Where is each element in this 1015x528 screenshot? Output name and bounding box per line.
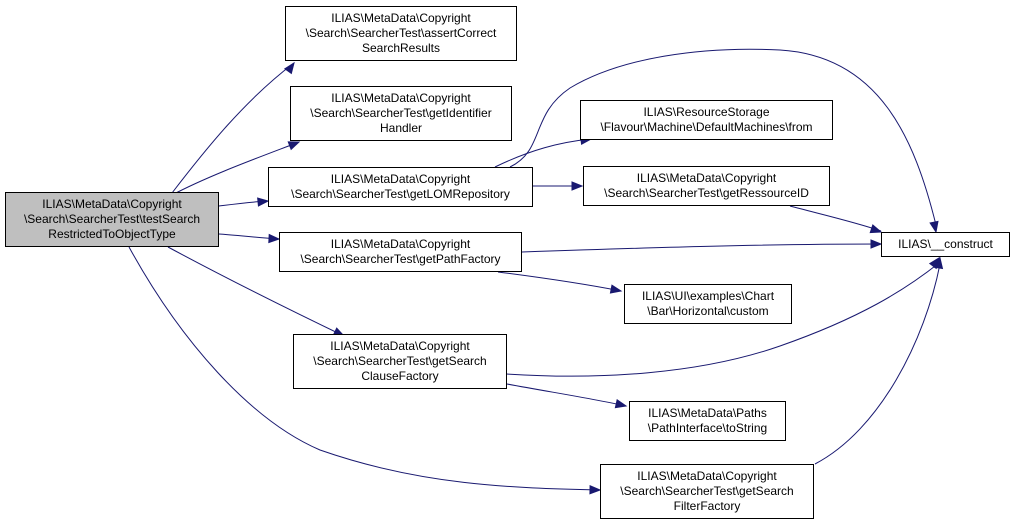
node-label-line: ILIAS\MetaData\Copyright [330,237,471,251]
edge-root-to-assert-correct [171,62,295,194]
node-label-line: ILIAS\MetaData\Copyright [637,469,777,483]
edge-search-filter-to-construct-arrowhead [933,256,944,270]
node-get-path-factory[interactable]: ILIAS\MetaData\Copyright\Search\Searcher… [279,232,522,272]
node-label-line: \Search\SearcherTest\getPathFactory [300,252,501,266]
edge-ressource-id-to-construct-arrowhead [869,224,883,234]
node-label-line: ILIAS\MetaData\Copyright [42,197,182,211]
node-label-line: ILIAS\MetaData\Paths [648,406,767,420]
node-label-line: \PathInterface\toString [647,421,768,435]
edge-root-to-get-search-filter [128,246,601,491]
edge-search-clause-to-to-string-arrowhead [614,399,628,409]
node-get-identifier-handler[interactable]: ILIAS\MetaData\Copyright\Search\Searcher… [290,86,512,141]
node-construct[interactable]: ILIAS\__construct [881,232,1010,257]
edge-root-to-assert-correct-arrowhead [283,61,295,75]
node-label-line: FilterFactory [673,499,741,513]
edge-root-to-get-search-filter-arrowhead [589,485,602,495]
node-get-search-clause-factory[interactable]: ILIAS\MetaData\Copyright\Search\Searcher… [293,334,507,389]
node-label-line: Handler [379,121,423,135]
node-label-line: \Bar\Horizontal\custom [647,304,769,318]
node-label-line: \Search\SearcherTest\testSearch [23,212,201,226]
edge-search-clause-to-to-string [506,383,627,407]
node-path-interface-to-string[interactable]: ILIAS\MetaData\Paths\PathInterface\toStr… [629,401,786,441]
edge-root-to-get-identifier-arrowhead [287,141,301,151]
edge-search-filter-to-construct [814,263,941,465]
node-label-line: ILIAS\MetaData\Copyright [330,172,471,186]
node-chart-bar-horizontal-custom[interactable]: ILIAS\UI\examples\Chart\Bar\Horizontal\c… [624,284,792,324]
edge-path-factory-to-chart-arrowhead [609,284,623,294]
node-label-line: \Search\SearcherTest\getSearch [620,484,794,498]
edge-path-factory-to-chart [497,271,622,292]
edge-search-clause-to-construct [506,262,940,377]
node-label-line: \Search\SearcherTest\getLOMRepository [291,187,510,201]
edge-get-lom-to-ressource-id-arrowhead [571,181,584,191]
node-label-line: ILIAS\__construct [898,237,993,251]
edge-get-lom-to-construct [509,48,937,226]
edge-root-to-get-lom-arrowhead [257,197,270,207]
node-get-search-filter-factory[interactable]: ILIAS\MetaData\Copyright\Search\Searcher… [600,464,814,519]
node-test-search-restricted-to-object-type: ILIAS\MetaData\Copyright\Search\Searcher… [5,192,219,247]
node-label-line: \Search\SearcherTest\getSearch [313,354,487,368]
edge-get-lom-to-flavour-from [494,138,592,168]
edge-path-factory-to-construct [521,243,882,253]
node-label-line: ILIAS\ResourceStorage [643,105,770,119]
node-label-line: \Search\SearcherTest\assertCorrect [305,26,497,40]
node-get-ressource-id[interactable]: ILIAS\MetaData\Copyright\Search\Searcher… [583,166,830,206]
edge-root-to-get-path-factory-arrowhead [268,233,281,244]
edge-path-factory-to-construct-arrowhead [870,239,883,249]
edge-root-to-get-search-clause [167,246,345,337]
node-get-lom-repository[interactable]: ILIAS\MetaData\Copyright\Search\Searcher… [268,167,533,207]
node-default-machines-from[interactable]: ILIAS\ResourceStorage\Flavour\Machine\De… [580,100,833,140]
node-label-line: \Flavour\Machine\DefaultMachines\from [600,120,813,134]
edge-ressource-id-to-construct [789,205,882,232]
node-label-line: SearchResults [361,41,441,55]
node-label-line: RestrictedToObjectType [48,227,176,241]
node-label-line: ILIAS\MetaData\Copyright [636,171,777,185]
edge-root-to-get-identifier [171,141,300,196]
node-label-line: ILIAS\MetaData\Copyright [331,91,471,105]
edge-get-lom-to-construct-arrowhead [929,220,939,234]
node-label-line: ILIAS\MetaData\Copyright [331,11,471,25]
node-label-line: ILIAS\UI\examples\Chart [641,289,775,303]
node-label-line: \Search\SearcherTest\getRessourceID [604,186,809,200]
node-label-line: ClauseFactory [361,369,439,383]
node-assert-correct-search-results[interactable]: ILIAS\MetaData\Copyright\Search\Searcher… [285,6,517,61]
node-label-line: \Search\SearcherTest\getIdentifier [310,106,492,120]
node-label-line: ILIAS\MetaData\Copyright [330,339,470,353]
